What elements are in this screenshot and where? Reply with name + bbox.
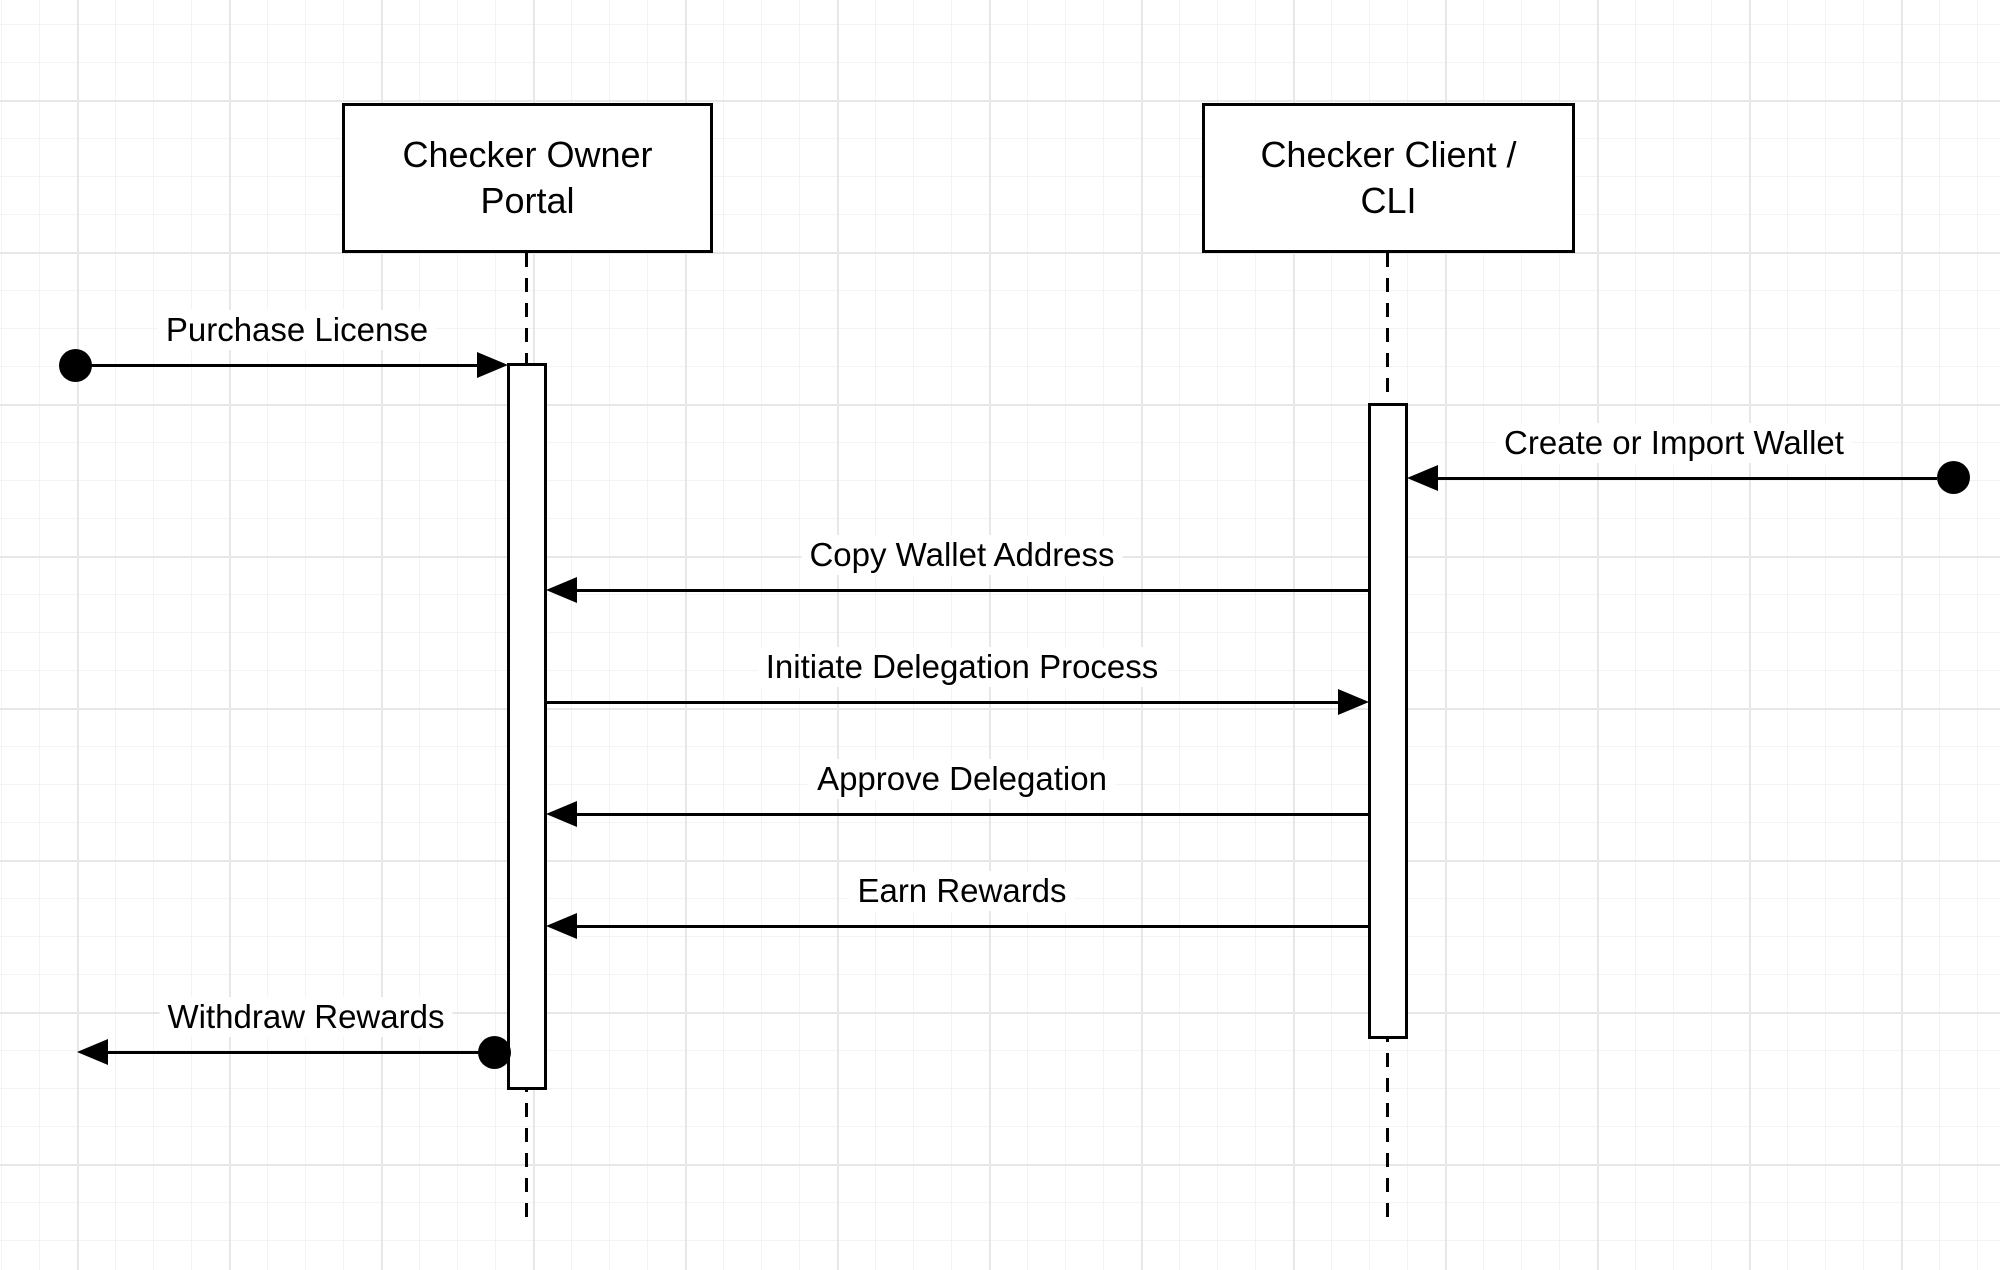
message-label: Purchase License xyxy=(157,310,437,350)
arrowhead-left-icon xyxy=(546,913,577,939)
message-line xyxy=(577,925,1368,928)
message-line xyxy=(1438,477,1937,480)
message-line xyxy=(88,364,477,367)
message-line xyxy=(108,1051,494,1054)
message-label: Create or Import Wallet xyxy=(1496,423,1852,463)
message-start-circle xyxy=(1937,461,1970,494)
message-label: Copy Wallet Address xyxy=(801,535,1123,575)
participant-label: Checker Client / CLI xyxy=(1260,133,1517,221)
message-label: Approve Delegation xyxy=(809,759,1115,799)
message-label: Initiate Delegation Process xyxy=(757,647,1167,687)
message-label: Withdraw Rewards xyxy=(159,997,453,1037)
message-line xyxy=(577,813,1368,816)
participant-box-checker-owner-portal: Checker Owner Portal xyxy=(342,103,713,253)
arrowhead-left-icon xyxy=(546,577,577,603)
participant-box-checker-client-cli: Checker Client / CLI xyxy=(1202,103,1575,253)
arrowhead-left-icon xyxy=(546,801,577,827)
message-line xyxy=(577,589,1368,592)
message-label: Earn Rewards xyxy=(849,871,1075,911)
activation-bar-checker-owner-portal xyxy=(507,363,547,1090)
participant-label: Checker Owner Portal xyxy=(402,133,653,221)
message-start-circle xyxy=(59,349,92,382)
arrowhead-right-icon xyxy=(477,352,508,378)
arrowhead-left-icon xyxy=(77,1039,108,1065)
arrowhead-left-icon xyxy=(1407,465,1438,491)
arrowhead-right-icon xyxy=(1338,689,1369,715)
activation-bar-checker-client-cli xyxy=(1368,403,1408,1039)
message-line xyxy=(547,701,1338,704)
